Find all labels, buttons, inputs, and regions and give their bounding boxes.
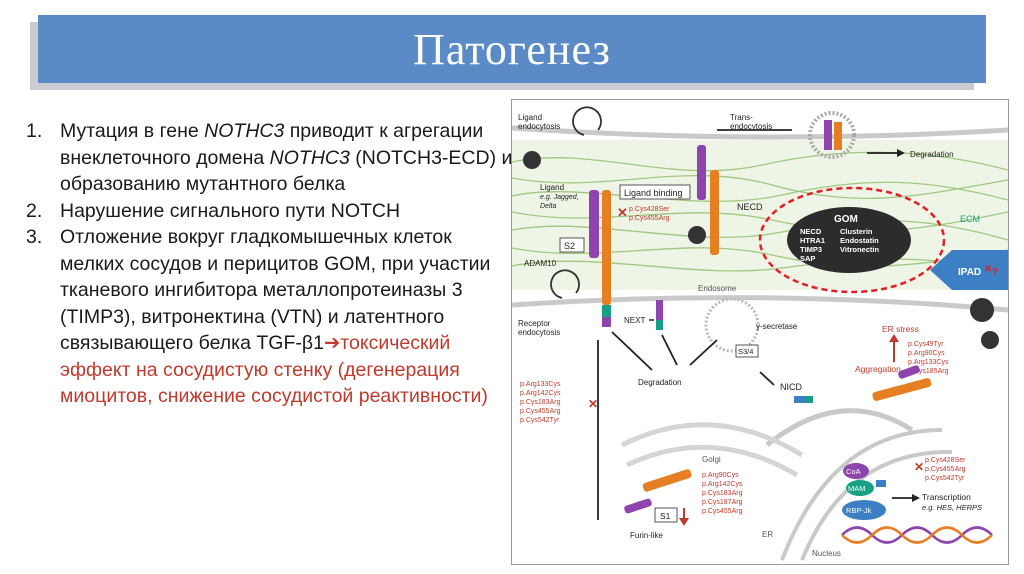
necd-fragment [710, 170, 719, 255]
arrow-icon: ➔ [323, 332, 341, 354]
er-label: ER [762, 530, 773, 539]
blocked-icon: ✕ [588, 397, 598, 411]
mutation-label: p.Cys455Arg [925, 466, 966, 473]
list-item: 3. Отложение вокруг гладкомышечных клето… [22, 224, 514, 410]
list-number: 3. [26, 226, 43, 248]
gom-component: Endostatin [840, 236, 879, 245]
ligand-label: Delta [540, 203, 556, 210]
dna-helix [841, 526, 993, 544]
mutation-label: p.Cys455Arg [520, 408, 561, 415]
ipad-arrow [930, 250, 1008, 290]
coa-complex [843, 463, 869, 479]
gom-deposit [787, 207, 911, 273]
degradation-label: Degradation [638, 378, 682, 387]
gom-highlight [758, 186, 946, 294]
er-stress-label: ER stress [882, 324, 919, 334]
ligand-endocytosis-arrow [572, 106, 602, 136]
gom-component: SAP [800, 254, 815, 263]
gom-component: HTRA1 [800, 236, 825, 245]
ligand-endocytosis-label: endocytosis [518, 122, 560, 131]
mutation-label: p.Arg90Cys [908, 350, 945, 357]
ligand-binding-label: Ligand binding [624, 188, 683, 198]
gom-component: TIMP3 [800, 245, 822, 254]
aggregation-label: Aggregation [855, 364, 901, 374]
gom-component: Vitronectin [840, 245, 879, 254]
mutation-label: p.Arg133Cys [908, 359, 949, 366]
notch-receptor [602, 190, 611, 305]
transcription-example: e.g. HES, HERPS [922, 503, 982, 512]
list-number: 2. [26, 199, 43, 222]
rbp-jk-complex [842, 500, 886, 520]
mam-complex [846, 480, 874, 496]
mutation-label: p.Cys49Tyr [908, 341, 944, 348]
gom-component: Clusterin [840, 227, 873, 236]
ligand-label: Ligand [540, 183, 564, 192]
necd-label: NECD [737, 202, 763, 212]
mutation-label: p.Cys183Arg [520, 399, 561, 406]
s1-label: S1 [660, 511, 671, 521]
gamma-secretase-label: γ-secretase [756, 322, 798, 331]
item-text-highlight: токсический эффект на сосудистую стенку … [60, 332, 488, 407]
rbp-jk-label: RBP-Jk [846, 506, 872, 515]
blocked-icon: ✕ [984, 264, 992, 275]
list-number: 1. [26, 120, 43, 142]
pathogenesis-figure: Ligand binding ✕ p.Cys428Ser p.Cys455Arg… [511, 99, 1009, 565]
endosome-label: Endosome [698, 284, 737, 293]
receptor-endocytosis-arrow [550, 269, 580, 299]
transcription-label: Transcription [922, 492, 971, 502]
s34-label: S3/4 [738, 347, 753, 356]
mam-label: MAM [848, 484, 866, 493]
mutation-label: p.Cys185Arg [908, 368, 949, 375]
item-text: Отложение вокруг гладкомышечных клеток м… [60, 226, 491, 354]
trans-endocytosis-label: Trans- [730, 113, 753, 122]
degradation-label: Degradation [910, 150, 954, 159]
adam10-label: ADAM10 [524, 259, 557, 268]
receptor-endocytosis-label: endocytosis [518, 328, 560, 337]
pathogenesis-list: 1. Мутация в гене NOTHC3 приводит к агре… [22, 118, 514, 410]
furin-like-label: Furin-like [630, 531, 663, 540]
nicd-label: NICD [780, 382, 802, 392]
mutation-label: p.Arg142Cys [702, 481, 743, 488]
ligand-label: e.g. Jagged, [540, 194, 579, 201]
mutation-label: p.Arg142Cys [520, 390, 561, 397]
mutation-label: p.Cys455Arg [629, 215, 670, 222]
item-text: (NOTCH3-ECD) и образованию мутантного бе… [60, 146, 513, 196]
gene-name: NOTHC3 [204, 120, 285, 142]
ipad-label: IPAD [958, 267, 981, 278]
ligand-endocytosis-label: Ligand [518, 113, 542, 122]
title-bar: Патогенез [38, 15, 986, 83]
ligand-molecule [589, 190, 599, 258]
mutation-label: p.Cys542Tyr [925, 475, 965, 482]
list-item: 2. Нарушение сигнального пути NOTCH [22, 198, 514, 225]
coa-label: CoA [846, 467, 861, 476]
notch3-diagram: Ligand binding ✕ p.Cys428Ser p.Cys455Arg… [512, 106, 1008, 561]
mutation-label: p.Cys428Ser [629, 206, 670, 213]
mutation-label: p.Cys542Tyr [520, 417, 560, 424]
mutation-label: p.Cys187Arg [702, 499, 743, 506]
golgi-label: Golgi [702, 455, 721, 464]
next-label: NEXT [624, 316, 645, 325]
slide-title: Патогенез [413, 24, 611, 74]
gom-title: GOM [834, 214, 858, 225]
item-text: Мутация в гене [60, 120, 205, 142]
mutation-label: p.Cys428Ser [925, 457, 966, 464]
question-icon: ? [992, 267, 998, 278]
blocked-icon: ✕ [617, 205, 628, 220]
list-item: 1. Мутация в гене NOTHC3 приводит к агре… [22, 118, 514, 198]
receptor-endocytosis-label: Receptor [518, 319, 551, 328]
mutation-label: p.Arg90Cys [702, 472, 739, 479]
nucleus-label: Nucleus [812, 549, 841, 558]
mutation-label: p.Arg133Cys [520, 381, 561, 388]
ecm-label: ECM [960, 214, 980, 224]
trans-endocytosis-label: endocytosis [730, 122, 772, 131]
item-text: приводит к агрегации внеклеточного домен… [60, 120, 484, 169]
mutation-label: p.Cys183Arg [702, 490, 743, 497]
gom-component: NECD [800, 227, 822, 236]
s2-label: S2 [564, 241, 575, 251]
blocked-icon: ✕ [914, 460, 924, 474]
gene-name: NOTHC3 [269, 146, 350, 169]
mutation-label: p.Cys455Arg [702, 508, 743, 515]
item-text: Нарушение сигнального пути NOTCH [60, 199, 401, 222]
